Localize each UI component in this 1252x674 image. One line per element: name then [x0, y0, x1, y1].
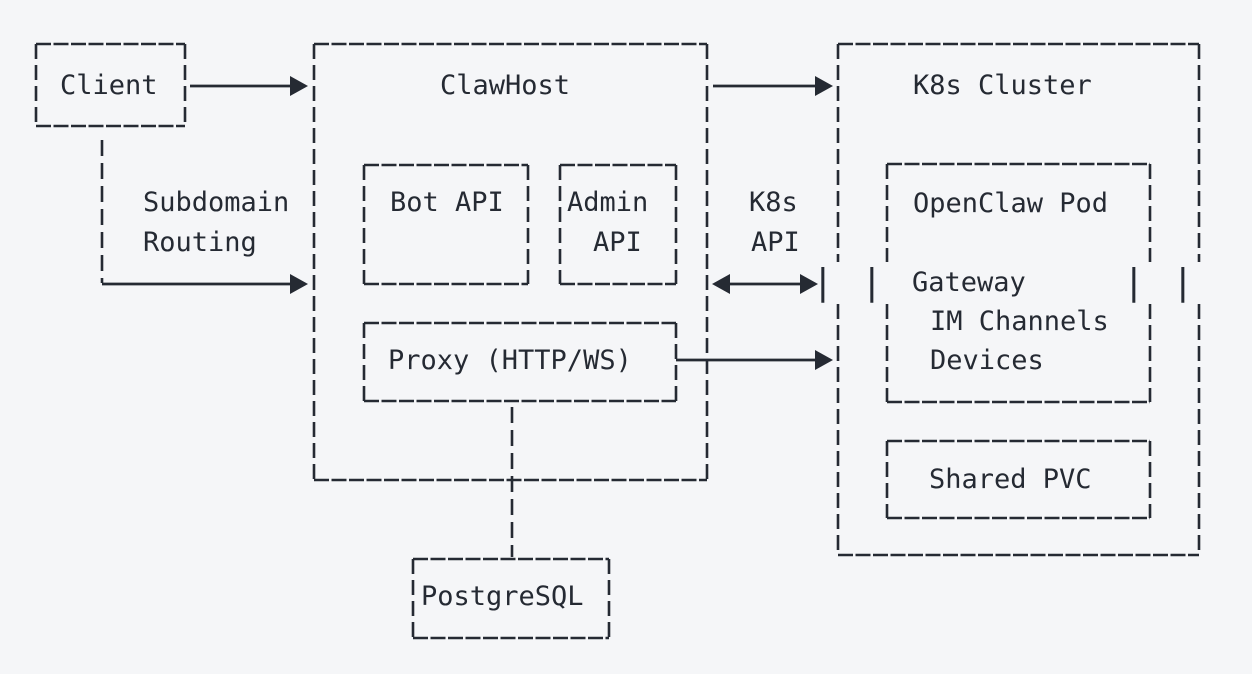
clawhost-label: ClawHost: [440, 70, 571, 101]
arrow-head: [815, 76, 833, 96]
pipe-glyph: |: [812, 262, 834, 303]
shared-pvc-label: Shared PVC: [929, 464, 1092, 495]
k8s-cluster-box: [836, 42, 1201, 557]
pod-component-devices: Devices: [930, 345, 1044, 376]
arrow-subdomain-routing: [100, 140, 308, 294]
openclaw-pod-box: [885, 162, 1152, 404]
arrow-client-to-clawhost: [190, 76, 308, 96]
pipe-glyph: |: [861, 262, 883, 303]
arrow-proxy-to-pod: [676, 350, 833, 370]
subdomain-routing-label-line1: Subdomain: [143, 187, 290, 218]
postgresql-label: PostgreSQL: [421, 581, 584, 612]
client-box: [34, 42, 187, 128]
arrow-clawhost-to-k8s: [713, 76, 833, 96]
postgresql-box: [411, 557, 611, 640]
bot-api-label: Bot API: [390, 187, 504, 218]
openclaw-pod-label: OpenClaw Pod: [913, 188, 1109, 219]
proxy-label: Proxy (HTTP/WS): [388, 345, 632, 376]
admin-api-label-line2: API: [593, 227, 642, 258]
clawhost-box: [312, 42, 709, 482]
pod-component-im-channels: IM Channels: [930, 306, 1109, 337]
shared-pvc-box: [885, 439, 1152, 520]
k8s-cluster-label: K8s Cluster: [913, 70, 1092, 101]
arrow-head: [290, 76, 308, 96]
proxy-box: [362, 321, 678, 403]
client-label: Client: [60, 70, 158, 101]
arrow-k8s-api: [712, 274, 818, 294]
arrow-head: [290, 274, 308, 294]
subdomain-routing-label-line2: Routing: [143, 227, 257, 258]
arrow-head: [815, 350, 833, 370]
pipe-glyph: |: [1123, 262, 1145, 303]
pipe-glyph: |: [1172, 262, 1194, 303]
arrow-head-right: [800, 274, 818, 294]
k8s-api-label-line2: API: [751, 227, 800, 258]
admin-api-box: [558, 163, 678, 286]
k8s-api-label-line1: K8s: [749, 187, 798, 218]
admin-api-label-line1: Admin: [567, 187, 649, 218]
arrow-head-left: [712, 274, 730, 294]
bot-api-box: [362, 163, 530, 286]
pod-component-gateway: Gateway: [912, 267, 1026, 298]
